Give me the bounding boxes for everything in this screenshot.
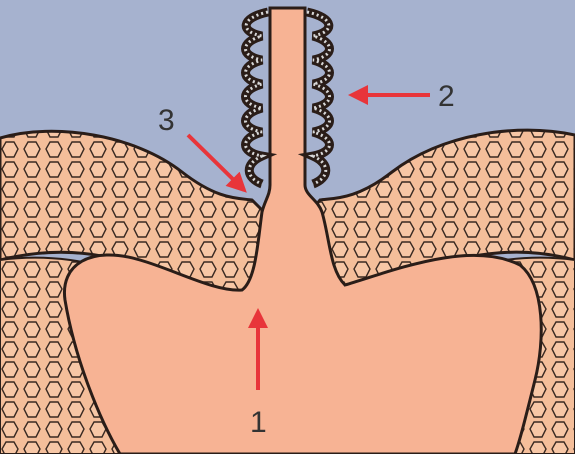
label-2: 2 (438, 80, 455, 113)
label-1: 1 (250, 406, 267, 439)
label-3: 3 (158, 104, 175, 137)
